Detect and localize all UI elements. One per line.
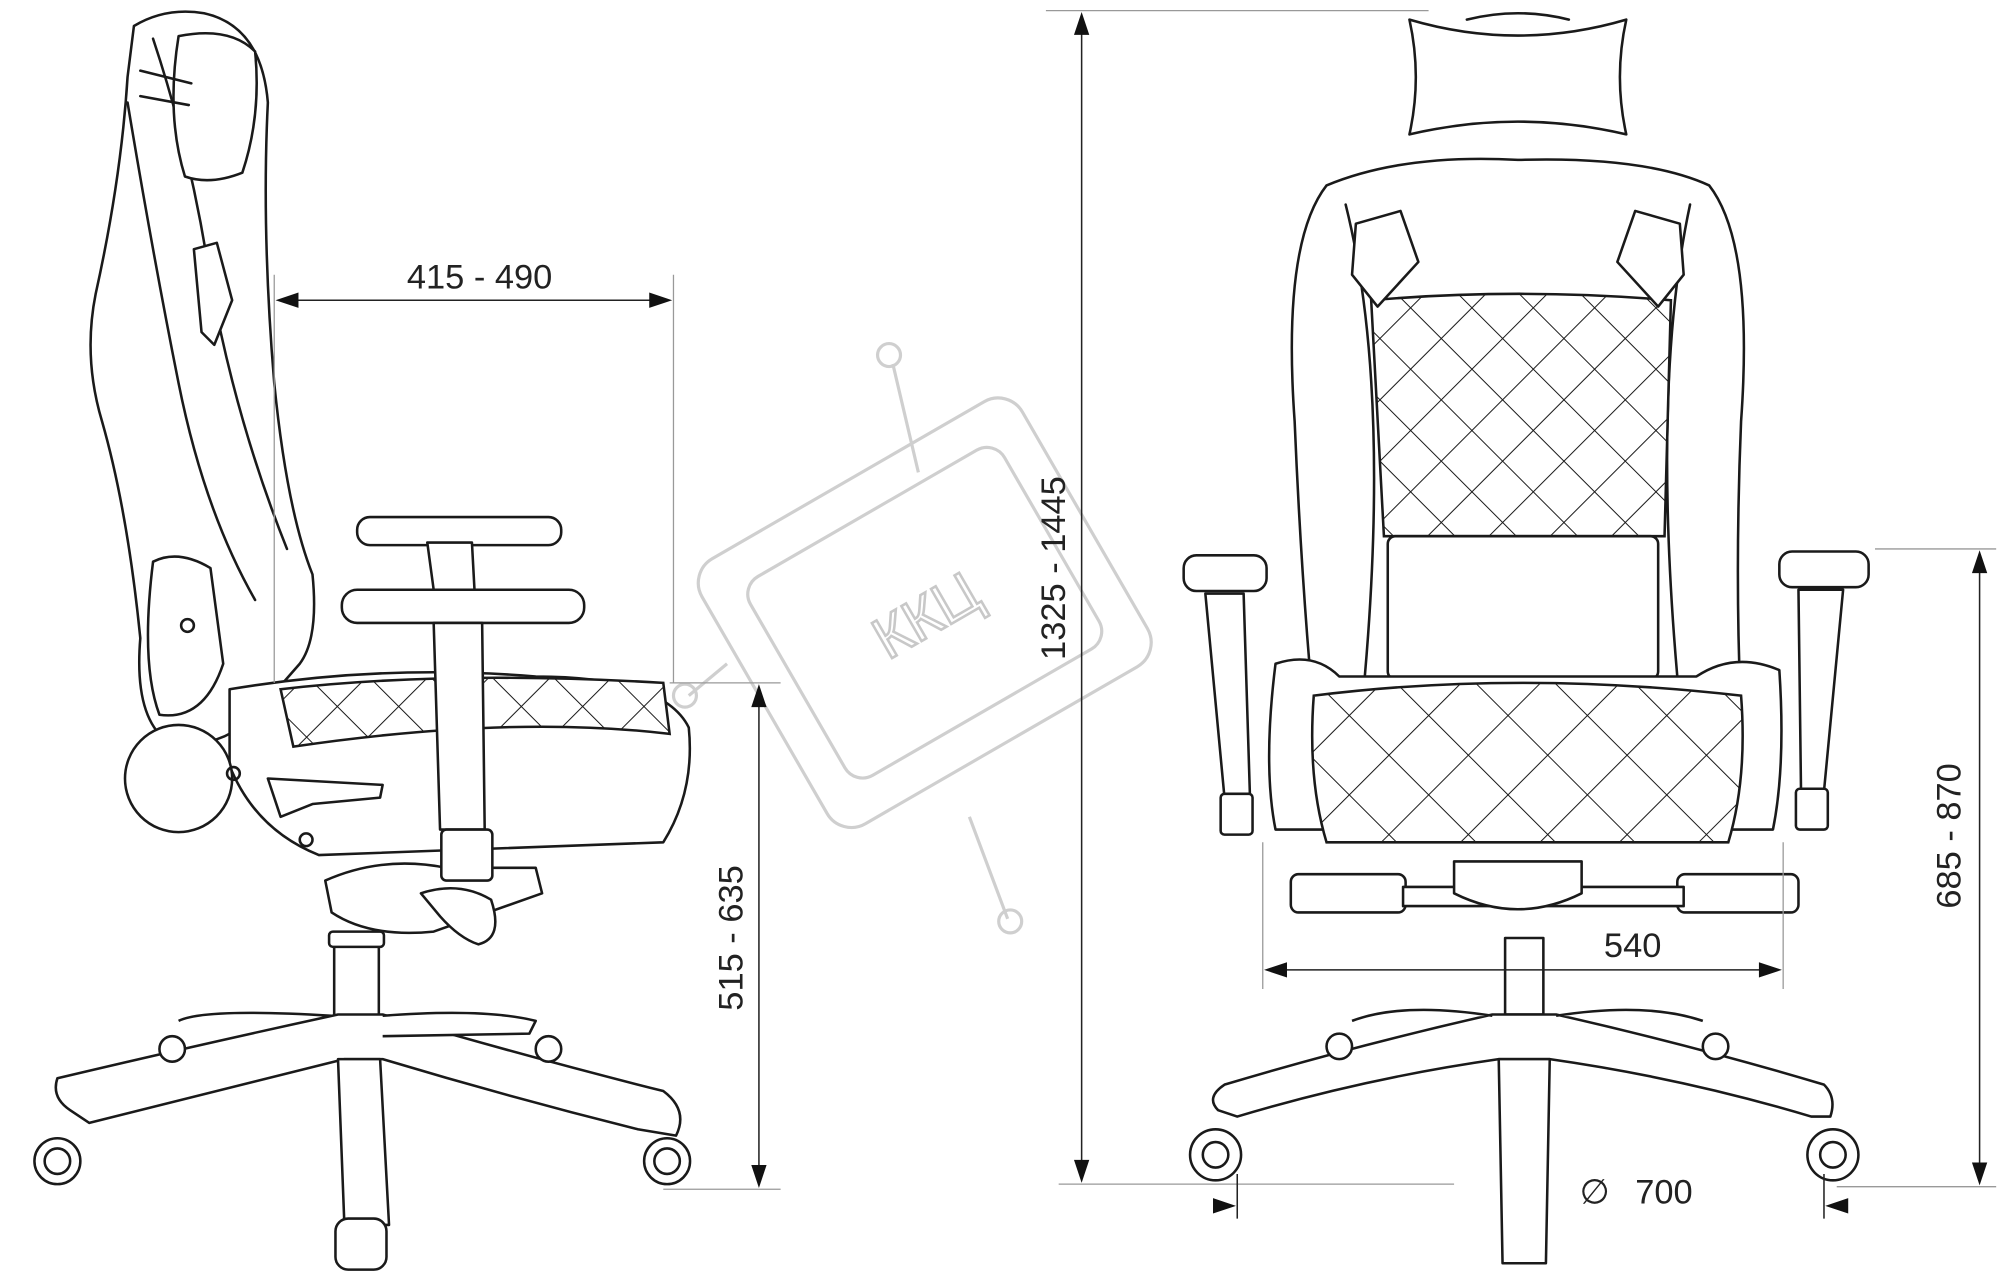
seat-depth-label: 415 - 490 — [407, 259, 552, 297]
diameter-symbol: ∅ — [1580, 1173, 1610, 1211]
dimension-seat-height: 515 - 635 — [663, 682, 781, 1190]
dimension-armrest-height: 685 - 870 — [1836, 548, 1997, 1188]
base-diameter-label: 700 — [1635, 1173, 1692, 1211]
watermark-logo: ККЦ — [671, 341, 1153, 935]
dimension-total-height: 1325 - 1445 — [1035, 10, 1455, 1185]
total-height-label: 1325 - 1445 — [1035, 476, 1073, 660]
dimension-seat-depth: 415 - 490 — [273, 259, 675, 683]
chair-front-view — [1182, 12, 1870, 1265]
armrest-height-label: 685 - 870 — [1930, 763, 1968, 908]
dimension-base-diameter: ∅ 700 — [1213, 1173, 1849, 1219]
seat-width-label: 540 — [1604, 927, 1661, 965]
watermark-text: ККЦ — [862, 560, 991, 672]
dimension-seat-width: 540 — [1262, 842, 1784, 989]
chair-side-view — [33, 10, 692, 1271]
seat-height-label: 515 - 635 — [712, 865, 750, 1010]
